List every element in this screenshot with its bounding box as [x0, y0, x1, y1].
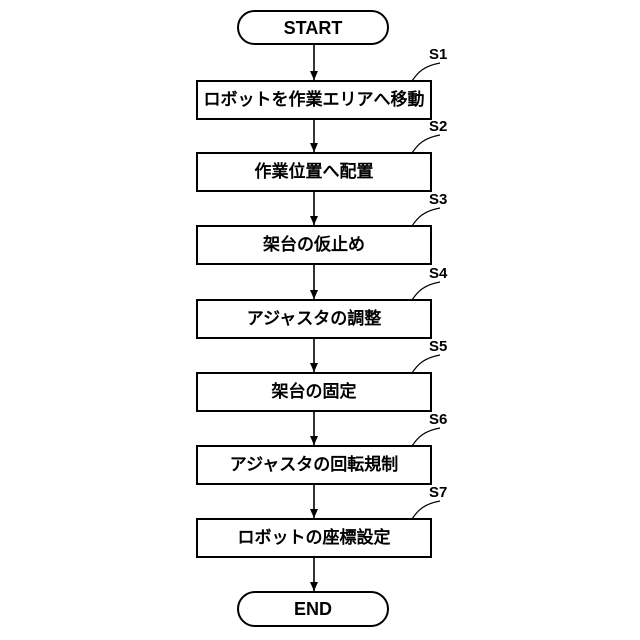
step-s1-text: ロボットを作業エリアへ移動 [204, 89, 425, 110]
step-s3-leader [412, 208, 440, 226]
step-s2-leader [412, 135, 440, 153]
step-s5-id: S5 [429, 338, 447, 355]
step-s1-id: S1 [429, 46, 447, 63]
step-s3-id: S3 [429, 191, 447, 208]
step-s6: S6 アジャスタの回転規制 [197, 411, 447, 484]
start-label: START [284, 18, 343, 38]
step-s3: S3 架台の仮止め [197, 191, 447, 264]
step-s5-leader [412, 355, 440, 373]
step-s1-leader [412, 63, 440, 81]
step-s7-id: S7 [429, 484, 447, 501]
step-s3-text: 架台の仮止め [263, 234, 365, 255]
step-s2-text: 作業位置へ配置 [255, 161, 374, 182]
step-s1: S1 ロボットを作業エリアへ移動 [197, 46, 447, 119]
step-s7-leader [412, 501, 440, 519]
step-s2-id: S2 [429, 118, 447, 135]
step-s6-id: S6 [429, 411, 447, 428]
step-s7-text: ロボットの座標設定 [238, 527, 391, 548]
step-s2: S2 作業位置へ配置 [197, 118, 447, 191]
step-s4-leader [412, 282, 440, 300]
step-s4-id: S4 [429, 265, 448, 282]
step-s4: S4 アジャスタの調整 [197, 265, 448, 338]
step-s6-leader [412, 428, 440, 446]
step-s6-text: アジャスタの回転規制 [230, 454, 398, 475]
step-s5: S5 架台の固定 [197, 338, 447, 411]
step-s5-text: 架台の固定 [272, 381, 357, 402]
end-terminal: END [238, 592, 388, 626]
step-s4-text: アジャスタの調整 [247, 308, 381, 329]
end-label: END [294, 599, 332, 619]
step-s7: S7 ロボットの座標設定 [197, 484, 447, 557]
start-terminal: START [238, 11, 388, 44]
